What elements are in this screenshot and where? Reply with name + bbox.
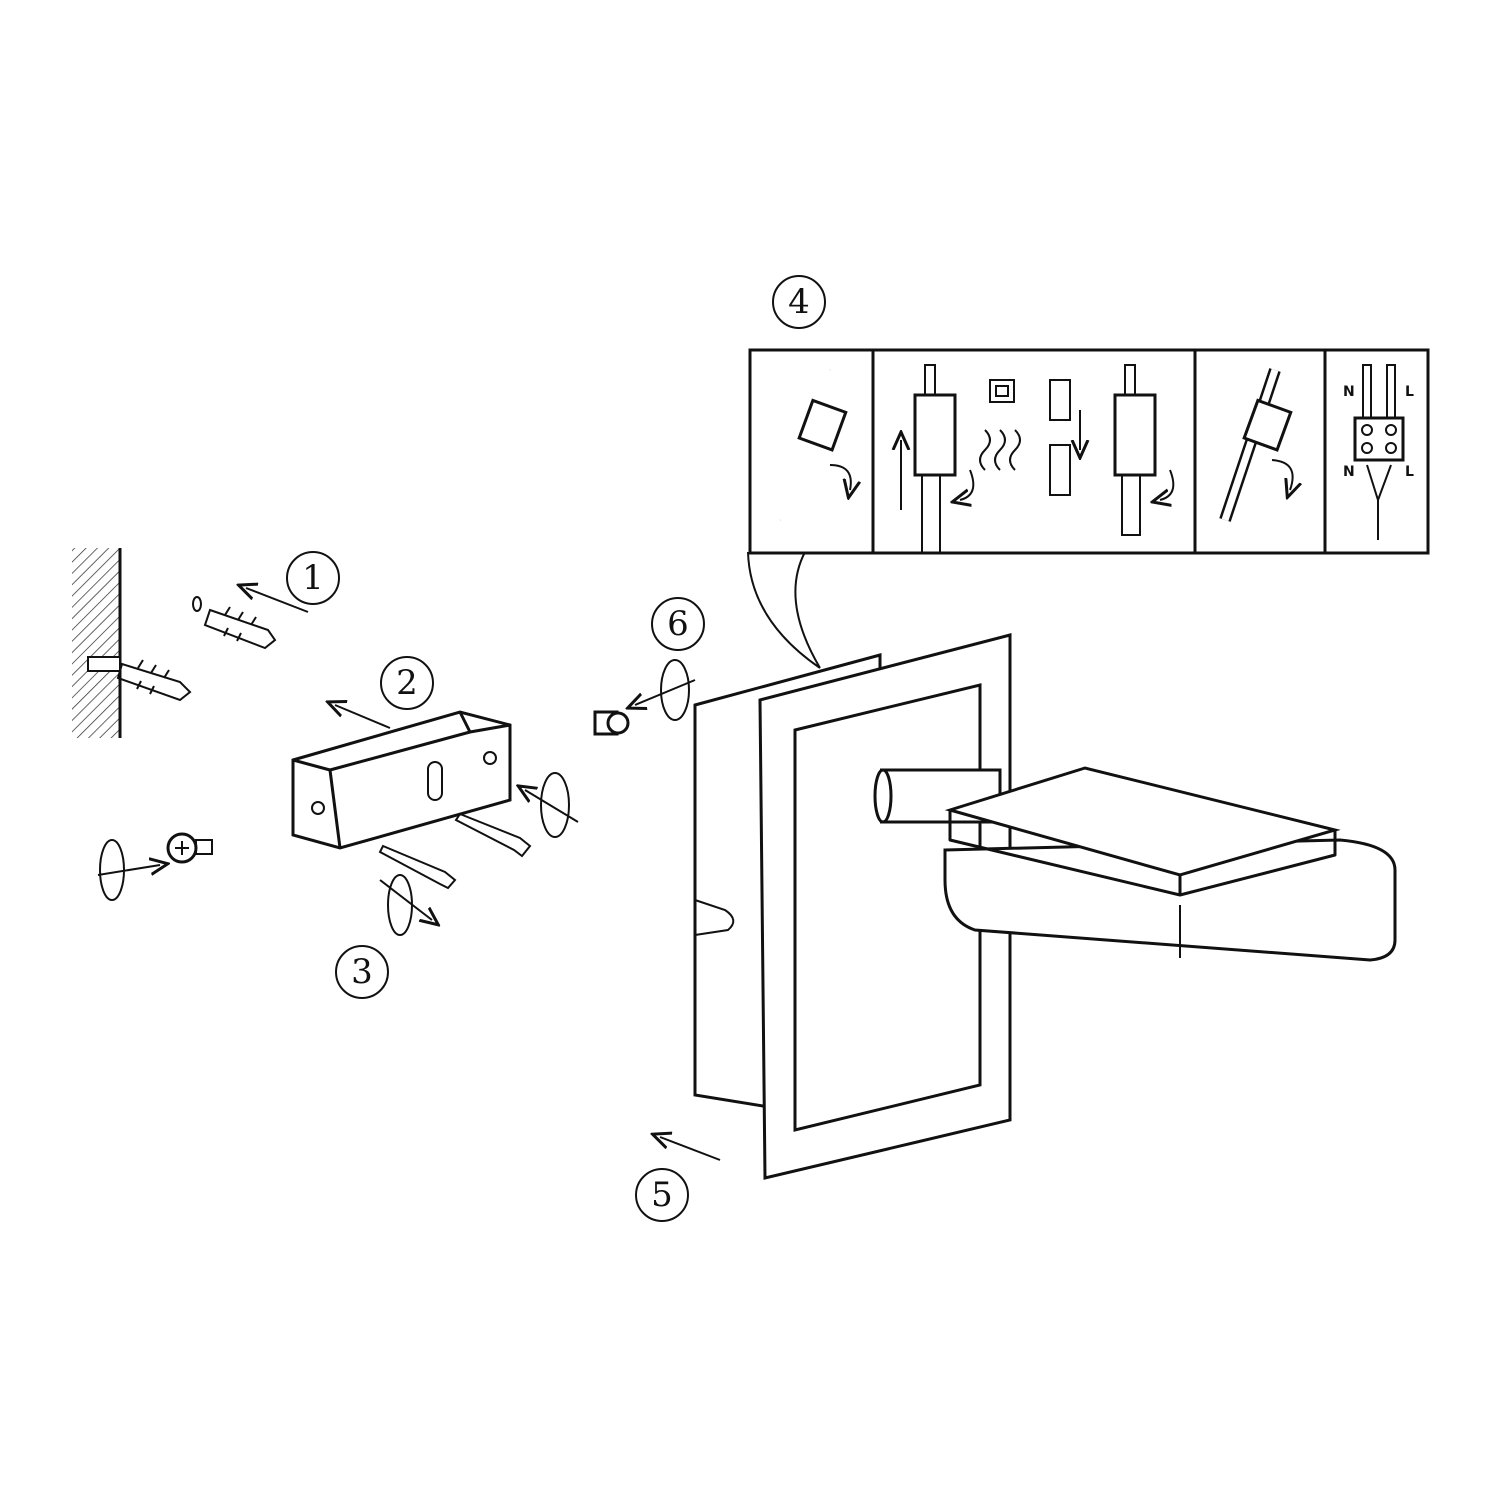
screw-icon — [97, 659, 696, 936]
step-3: 3 — [335, 945, 389, 999]
neutral-label-top: N — [1343, 384, 1355, 400]
step-4-number: 4 — [788, 282, 810, 322]
wire-leader — [747, 551, 821, 669]
step-2: 2 — [380, 656, 434, 710]
mounting-bracket — [291, 705, 512, 850]
step-3-number: 3 — [351, 952, 373, 992]
step-6: 6 — [651, 597, 705, 651]
terminal-block-icon: N L N L — [1343, 364, 1414, 540]
step-5: 5 — [635, 1168, 689, 1222]
step-2-number: 2 — [396, 663, 418, 703]
wall-plug-icon — [116, 588, 309, 702]
live-label-bottom: L — [1405, 464, 1414, 480]
wiring-panel: N L N L — [748, 348, 1430, 555]
step-4: 4 — [772, 275, 826, 329]
live-label-top: L — [1405, 384, 1414, 400]
neutral-label-bottom: N — [1343, 464, 1355, 480]
step-6-number: 6 — [667, 604, 689, 644]
step-5-number: 5 — [651, 1175, 673, 1215]
connector-icon — [776, 364, 1293, 554]
lamp-body — [660, 633, 1397, 1180]
step-1-number: 1 — [302, 558, 324, 598]
wall — [72, 548, 122, 738]
step-1: 1 — [286, 551, 340, 605]
